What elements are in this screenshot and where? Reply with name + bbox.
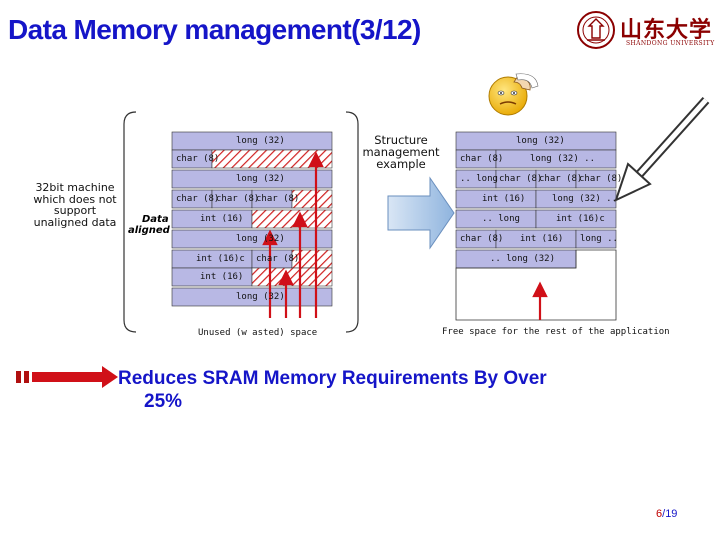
left-cell-long: long (32) (236, 292, 285, 302)
thinking-face-icon (488, 73, 539, 116)
left-cell-char: char (8) (256, 194, 300, 204)
left-cell-int: int (16)c (196, 254, 245, 264)
right-cell-char: char (8) (539, 174, 583, 184)
headline-line-1: Reduces SRAM Memory Requirements By Over (118, 368, 547, 389)
page-current: 6 (656, 508, 663, 520)
page-number: 6/19 (656, 508, 677, 520)
headline: Reduces SRAM Memory Requirements By Over… (118, 368, 547, 414)
left-cell-char: char (8) (176, 154, 220, 164)
right-cell-int: int (16)c (556, 214, 605, 224)
left-cell-long: long (32) (236, 234, 285, 244)
left-memory-grid (171, 131, 333, 307)
university-name-en: SHANDONG UNIVERSITY (626, 40, 715, 47)
unused-space-label: Unused (w asted) space (198, 328, 318, 338)
right-memory-grid (455, 131, 617, 321)
free-space-arrow (532, 281, 548, 320)
left-cell-long: long (32) (236, 136, 285, 146)
right-cell-long: long (32) (516, 136, 565, 146)
machine-note: 32bit machine which does not support una… (33, 181, 117, 229)
highlight-arrow (16, 366, 118, 388)
right-cell-long: .. long (482, 214, 520, 224)
left-cell-int: int (16) (200, 272, 244, 282)
left-cell-char: char (8) (176, 194, 220, 204)
free-space-label: Free space for the rest of the applicati… (442, 327, 670, 337)
pointer-arrow (614, 96, 710, 202)
aligned-label: aligned (128, 225, 170, 236)
right-cell-char: char (8) (460, 234, 504, 244)
data-label: Data (142, 214, 169, 225)
right-cell-int: int (16) (482, 194, 526, 204)
left-cell-long: long (32) (236, 174, 285, 184)
page-total: 19 (665, 508, 678, 520)
right-bracket (345, 111, 359, 333)
structure-note: Structure management example (362, 133, 440, 172)
left-cell-char: char (8) (216, 194, 260, 204)
right-cell-long: .. long (460, 174, 498, 184)
right-cell-long: .. long (32) (490, 254, 556, 264)
left-cell-int: int (16) (200, 214, 244, 224)
university-seal-icon (577, 11, 615, 49)
university-logo: 山东大学 SHANDONG UNIVERSITY (576, 10, 716, 50)
right-cell-char: char (8) (579, 174, 623, 184)
wasted-space-arrows (262, 151, 324, 318)
right-cell-char: char (8) (460, 154, 504, 164)
left-bracket (123, 111, 137, 333)
slide-title: Data Memory management(3/12) (8, 14, 421, 45)
right-cell-long: long (32) .. (552, 194, 618, 204)
right-cell-char: char (8) (499, 174, 543, 184)
transform-arrow (387, 176, 455, 250)
right-cell-int: int (16) (520, 234, 564, 244)
left-cell-char: char (8) (256, 254, 300, 264)
headline-line-2: 25% (144, 390, 183, 412)
university-name-cn: 山东大学 (620, 17, 713, 43)
right-cell-long: long .. (580, 234, 618, 244)
page-separator: / (662, 508, 666, 520)
right-cell-long: long (32) .. (530, 154, 596, 164)
